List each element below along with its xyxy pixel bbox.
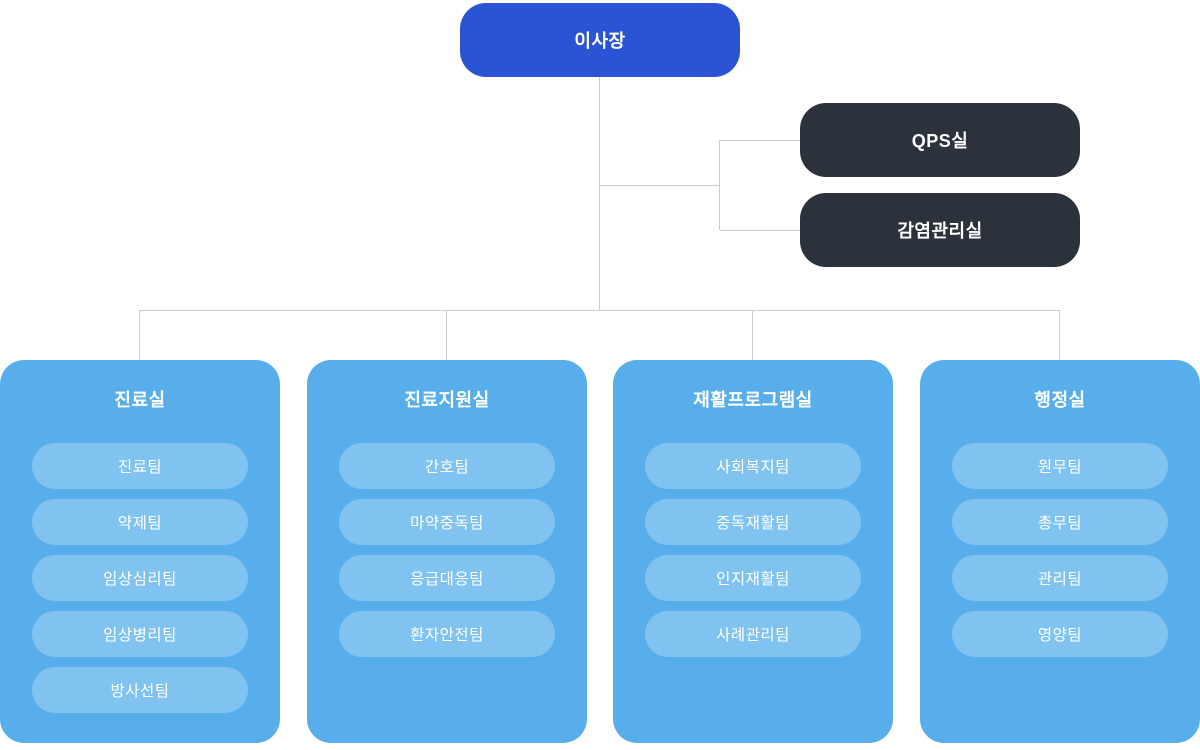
team-list: 간호팀 마약중독팀 응급대응팀 환자안전팀 bbox=[307, 443, 587, 657]
team-pill: 중독재활팀 bbox=[645, 499, 861, 545]
staff-box-qps: QPS실 bbox=[800, 103, 1080, 177]
team-pill: 진료팀 bbox=[32, 443, 248, 489]
dept-title: 재활프로그램실 bbox=[693, 390, 813, 410]
dept-box-medical-support: 진료지원실 간호팀 마약중독팀 응급대응팀 환자안전팀 bbox=[307, 360, 587, 743]
connector-distribution bbox=[140, 310, 1060, 311]
team-pill: 총무팀 bbox=[952, 499, 1168, 545]
connector-drop-dept-1 bbox=[139, 310, 140, 360]
chairman-label: 이사장 bbox=[574, 31, 626, 51]
team-pill: 영양팀 bbox=[952, 611, 1168, 657]
dept-box-medical: 진료실 진료팀 약제팀 임상심리팀 임상병리팀 방사선팀 bbox=[0, 360, 280, 743]
connector-staff-branch bbox=[600, 185, 720, 186]
connector-staff-qps bbox=[720, 140, 800, 141]
dept-box-rehab-program: 재활프로그램실 사회복지팀 중독재활팀 인지재활팀 사례관리팀 bbox=[613, 360, 893, 743]
staff-infection-control-label: 감염관리실 bbox=[897, 221, 983, 241]
connector-drop-dept-2 bbox=[446, 310, 447, 360]
chairman-box: 이사장 bbox=[460, 3, 740, 77]
team-pill: 임상병리팀 bbox=[32, 611, 248, 657]
dept-title: 진료지원실 bbox=[404, 390, 490, 410]
team-pill: 방사선팀 bbox=[32, 667, 248, 713]
staff-box-infection-control: 감염관리실 bbox=[800, 193, 1080, 267]
connector-trunk bbox=[599, 77, 600, 310]
staff-qps-label: QPS실 bbox=[911, 131, 969, 151]
team-pill: 응급대응팀 bbox=[339, 555, 555, 601]
team-pill: 환자안전팀 bbox=[339, 611, 555, 657]
connector-staff-infection bbox=[720, 230, 800, 231]
connector-drop-dept-4 bbox=[1059, 310, 1060, 360]
team-pill: 임상심리팀 bbox=[32, 555, 248, 601]
team-pill: 마약중독팀 bbox=[339, 499, 555, 545]
team-pill: 사회복지팀 bbox=[645, 443, 861, 489]
team-pill: 간호팀 bbox=[339, 443, 555, 489]
team-list: 사회복지팀 중독재활팀 인지재활팀 사례관리팀 bbox=[613, 443, 893, 657]
dept-title: 진료실 bbox=[114, 390, 166, 410]
team-pill: 원무팀 bbox=[952, 443, 1168, 489]
dept-box-administration: 행정실 원무팀 총무팀 관리팀 영양팀 bbox=[920, 360, 1200, 743]
team-list: 원무팀 총무팀 관리팀 영양팀 bbox=[920, 443, 1200, 657]
team-pill: 관리팀 bbox=[952, 555, 1168, 601]
connector-staff-bracket bbox=[719, 140, 720, 230]
team-pill: 약제팀 bbox=[32, 499, 248, 545]
dept-title: 행정실 bbox=[1034, 390, 1086, 410]
team-list: 진료팀 약제팀 임상심리팀 임상병리팀 방사선팀 bbox=[0, 443, 280, 713]
team-pill: 사례관리팀 bbox=[645, 611, 861, 657]
team-pill: 인지재활팀 bbox=[645, 555, 861, 601]
connector-drop-dept-3 bbox=[752, 310, 753, 360]
